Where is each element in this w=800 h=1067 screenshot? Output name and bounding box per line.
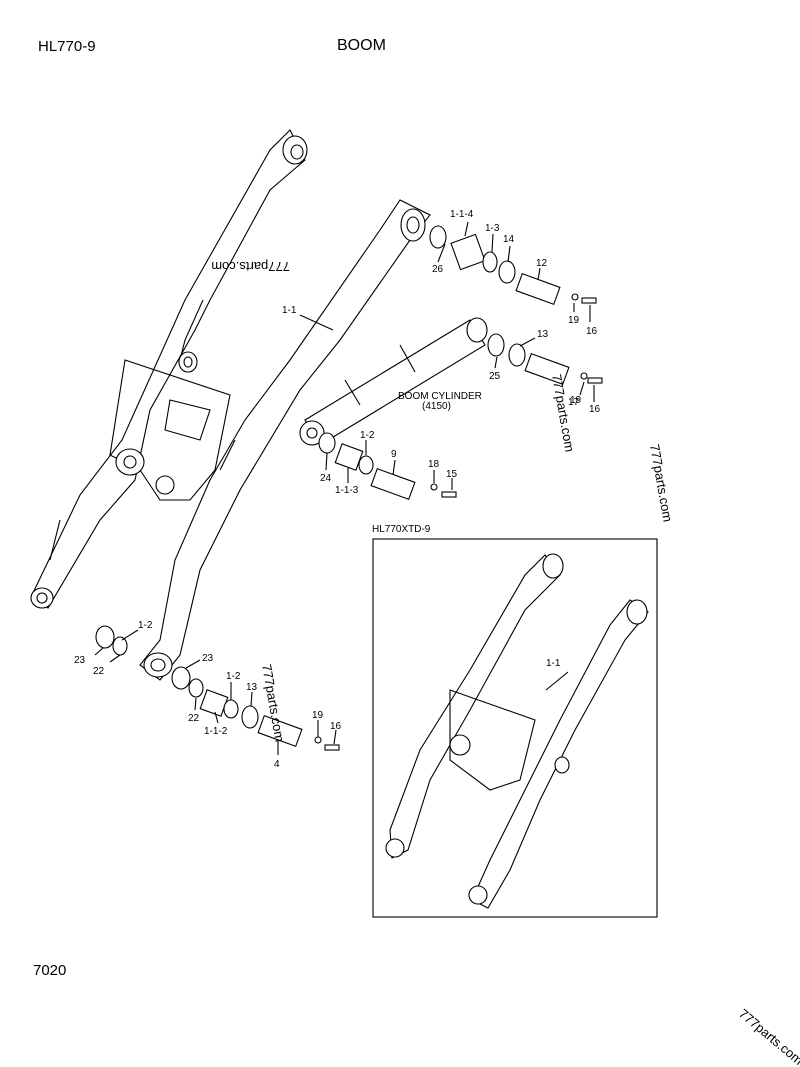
- callout-12: 12: [536, 258, 548, 269]
- cylinder-ref: (4150): [422, 401, 451, 412]
- callout-1-3: 1-3: [485, 223, 500, 234]
- callout-19: 19: [568, 315, 580, 326]
- callout-23b: 23: [202, 653, 214, 664]
- watermark-5: 777parts.com: [736, 1006, 800, 1067]
- inset-label: HL770XTD-9: [372, 524, 431, 535]
- callout-19c: 19: [312, 710, 324, 721]
- callout-25: 25: [489, 371, 501, 382]
- callout-22b: 22: [188, 713, 200, 724]
- watermark-3: 777parts.com: [647, 443, 675, 523]
- callout-18: 18: [428, 459, 440, 470]
- right-boom-arm: [139, 199, 431, 681]
- callout-13: 13: [537, 329, 549, 340]
- callout-16c: 16: [330, 721, 342, 732]
- page-number: 7020: [33, 962, 67, 979]
- callout-16b: 16: [589, 404, 601, 415]
- pin-assemblies: [95, 225, 603, 751]
- callout-13b: 13: [246, 682, 258, 693]
- watermark-1: 777parts.com: [211, 259, 290, 274]
- inset-callout-1-1: 1-1: [546, 658, 561, 669]
- callout-1-2b: 1-2: [138, 620, 153, 631]
- callout-1-1-3: 1-1-3: [335, 485, 359, 496]
- callout-17: 17: [568, 397, 580, 408]
- callout-1-2: 1-2: [360, 430, 375, 441]
- callout-19b: 19: [570, 395, 582, 406]
- watermarks: 777parts.com 777parts.com 777parts.com 7…: [211, 259, 800, 1067]
- callout-16: 16: [586, 326, 598, 337]
- inset-boom: 1-1: [385, 553, 649, 909]
- inset-frame: [372, 538, 658, 918]
- callout-leaders: [94, 221, 595, 755]
- callout-1-1-4: 1-1-4: [450, 209, 474, 220]
- callout-23: 23: [74, 655, 86, 666]
- callout-9: 9: [391, 449, 397, 460]
- cylinder-name: BOOM CYLINDER: [398, 391, 482, 402]
- callout-labels: 1-1-4 1-3 14 26 12 19 16 1-1 13 25 17 19…: [74, 209, 601, 770]
- boom-cylinder: [299, 317, 488, 446]
- callout-24: 24: [320, 473, 332, 484]
- callout-1-1: 1-1: [282, 305, 297, 316]
- callout-1-1-2: 1-1-2: [204, 726, 228, 737]
- callout-1-2c: 1-2: [226, 671, 241, 682]
- callout-22: 22: [93, 666, 105, 677]
- page-title: BOOM: [337, 37, 386, 54]
- callout-26: 26: [432, 264, 444, 275]
- model-code: HL770-9: [38, 38, 96, 55]
- left-boom-arm: [30, 129, 308, 609]
- callout-15: 15: [446, 469, 458, 480]
- callout-14: 14: [503, 234, 515, 245]
- cross-tube: [109, 359, 231, 501]
- callout-4: 4: [274, 759, 280, 770]
- watermark-2: 777parts.com: [549, 373, 577, 453]
